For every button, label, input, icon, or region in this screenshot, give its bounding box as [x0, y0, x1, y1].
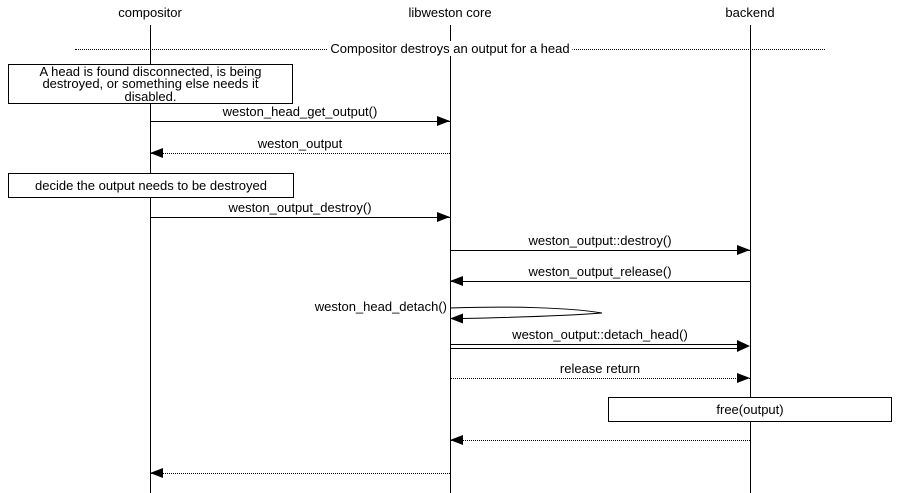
message-line-output-destroy-vfunc [450, 250, 750, 251]
message-label-detach-head: weston_output::detach_head() [512, 327, 688, 342]
self-call-loop [450, 306, 603, 324]
message-label-head-detach: weston_head_detach() [314, 299, 447, 314]
arrowhead-right-icon [437, 116, 450, 126]
participant-label-libweston-core: libweston core [408, 5, 492, 20]
message-label-release-return: release return [559, 361, 641, 376]
lifeline-backend [750, 25, 751, 493]
message-label-output-destroy: weston_output_destroy() [228, 200, 372, 215]
arrowhead-left-icon [150, 468, 163, 478]
message-line-backend-return [450, 440, 750, 441]
divider-label: Compositor destroys an output for a head [327, 41, 573, 56]
message-line-output-release [450, 281, 750, 282]
arrowhead-right-icon [737, 245, 750, 255]
arrowhead-right-icon [437, 212, 450, 222]
message-line-weston-output-return [150, 153, 450, 154]
note-free-output: free(output) [608, 397, 892, 422]
lifeline-libweston-core [450, 25, 451, 493]
note-head-disconnected: A head is found disconnected, is being d… [8, 64, 293, 104]
arrowhead-left-icon [450, 313, 463, 324]
message-line-core-return [150, 473, 450, 474]
arrowhead-left-icon [450, 276, 463, 286]
message-line-detach-head-bottom [450, 348, 738, 349]
arrowhead-right-icon [737, 373, 750, 383]
message-line-output-destroy [150, 217, 450, 218]
message-label-weston-output-return: weston_output [257, 136, 343, 151]
lifeline-compositor [150, 25, 151, 493]
message-label-output-destroy-vfunc: weston_output::destroy() [528, 233, 672, 248]
message-line-head-get-output [150, 121, 450, 122]
message-label-head-get-output: weston_head_get_output() [222, 104, 378, 119]
arrowhead-right-icon [737, 340, 750, 352]
note-line: disabled. [124, 88, 177, 104]
note-line: A head is found disconnected, is being [39, 64, 262, 79]
participant-label-compositor: compositor [118, 5, 182, 20]
note-line: destroyed, or something else needs it [42, 76, 259, 92]
arrowhead-left-icon [450, 435, 463, 445]
participant-label-backend: backend [725, 5, 775, 20]
note-decide-destroy: decide the output needs to be destroyed [8, 173, 294, 198]
message-line-detach-head-top [450, 344, 738, 345]
message-line-release-return [450, 378, 750, 379]
message-label-output-release: weston_output_release() [528, 264, 672, 279]
arrowhead-left-icon [150, 148, 163, 158]
